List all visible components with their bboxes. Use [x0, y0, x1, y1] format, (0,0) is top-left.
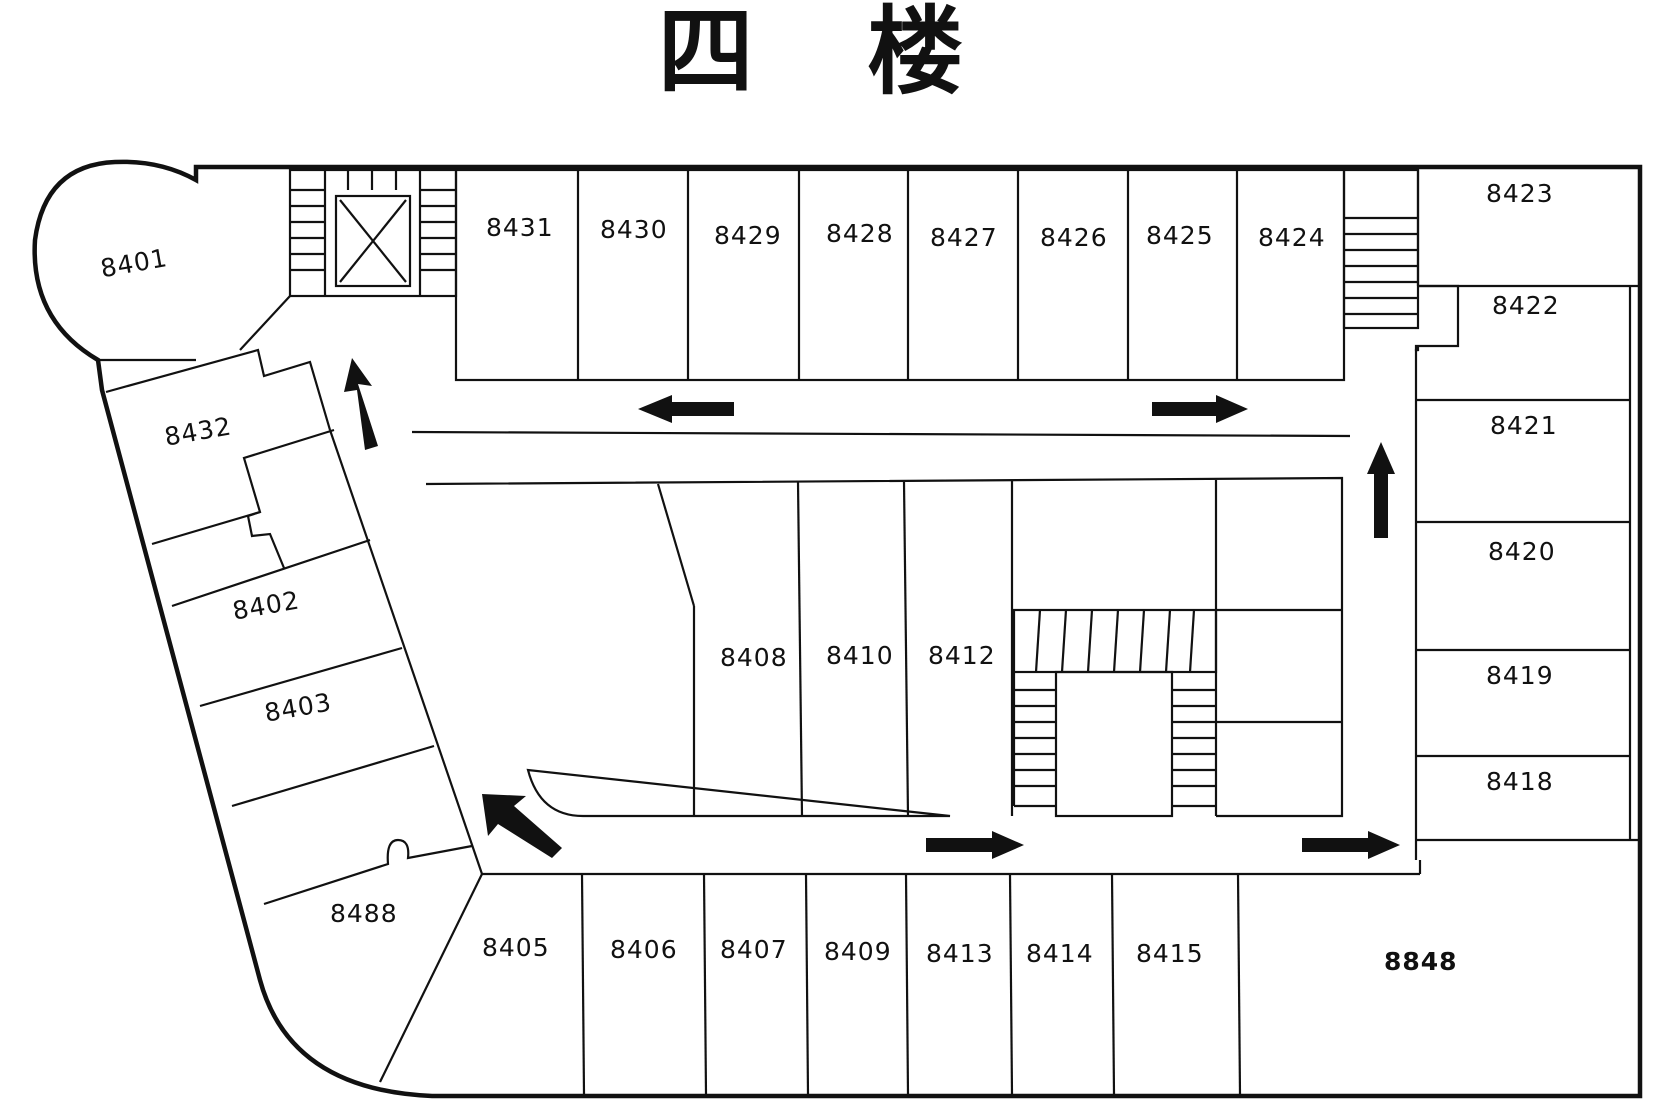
room-label-8424: 8424 — [1258, 223, 1326, 252]
bottom-row-rooms — [379, 860, 1422, 1095]
room-label-8426: 8426 — [1040, 223, 1108, 252]
room-label-8418: 8418 — [1486, 767, 1554, 796]
room-label-8430: 8430 — [600, 215, 668, 244]
flow-arrows — [344, 358, 1400, 859]
room-label-8401: 8401 — [98, 243, 170, 283]
arrow-upleft-bottom — [482, 794, 562, 858]
room-label-8848: 8848 — [1384, 947, 1458, 976]
top-row-rooms — [454, 168, 1346, 382]
room-label-8423: 8423 — [1486, 179, 1554, 208]
room-label-8403: 8403 — [262, 687, 334, 727]
arrow-right-top — [1152, 395, 1248, 423]
center-block — [425, 476, 1344, 818]
room-label-8402: 8402 — [230, 585, 302, 625]
room-label-8413: 8413 — [926, 939, 994, 968]
arrow-left-top — [638, 395, 734, 423]
room-label-8412: 8412 — [928, 641, 996, 670]
room-label-8432: 8432 — [162, 411, 234, 451]
top-left-stair-elevator — [288, 168, 458, 298]
right-column-rooms — [1414, 170, 1640, 860]
arrow-right-mid — [926, 831, 1024, 859]
room-label-8421: 8421 — [1490, 411, 1558, 440]
floor-title: 四 楼 — [657, 0, 1004, 108]
room-label-8414: 8414 — [1026, 939, 1094, 968]
corridor-line — [411, 430, 1351, 438]
room-label-8407: 8407 — [720, 935, 788, 964]
room-label-8408: 8408 — [720, 643, 788, 672]
room-label-8422: 8422 — [1492, 291, 1560, 320]
arrow-right-bottom — [1302, 831, 1400, 859]
room-label-8410: 8410 — [826, 641, 894, 670]
arrow-up-right — [1367, 442, 1395, 538]
left-wing-rooms — [98, 295, 484, 906]
room-label-8406: 8406 — [610, 935, 678, 964]
room-label-8409: 8409 — [824, 937, 892, 966]
room-label-8427: 8427 — [930, 223, 998, 252]
outer-wall — [32, 159, 1643, 1099]
room-label-8429: 8429 — [714, 221, 782, 250]
center-stair-treads — [1014, 609, 1216, 788]
room-label-8488: 8488 — [330, 899, 398, 928]
room-label-8415: 8415 — [1136, 939, 1204, 968]
room-label-8431: 8431 — [486, 213, 554, 242]
room-label-8420: 8420 — [1488, 537, 1556, 566]
arrow-up-left — [344, 358, 378, 450]
stair-treads-left — [290, 170, 456, 296]
room-label-8425: 8425 — [1146, 221, 1214, 250]
room-label-8419: 8419 — [1486, 661, 1554, 690]
room-label-8428: 8428 — [826, 219, 894, 248]
room-labels: 8401 8402 8403 8405 8406 8407 8408 8409 … — [98, 179, 1560, 976]
top-right-stair — [1342, 168, 1420, 330]
room-label-8405: 8405 — [482, 933, 550, 962]
